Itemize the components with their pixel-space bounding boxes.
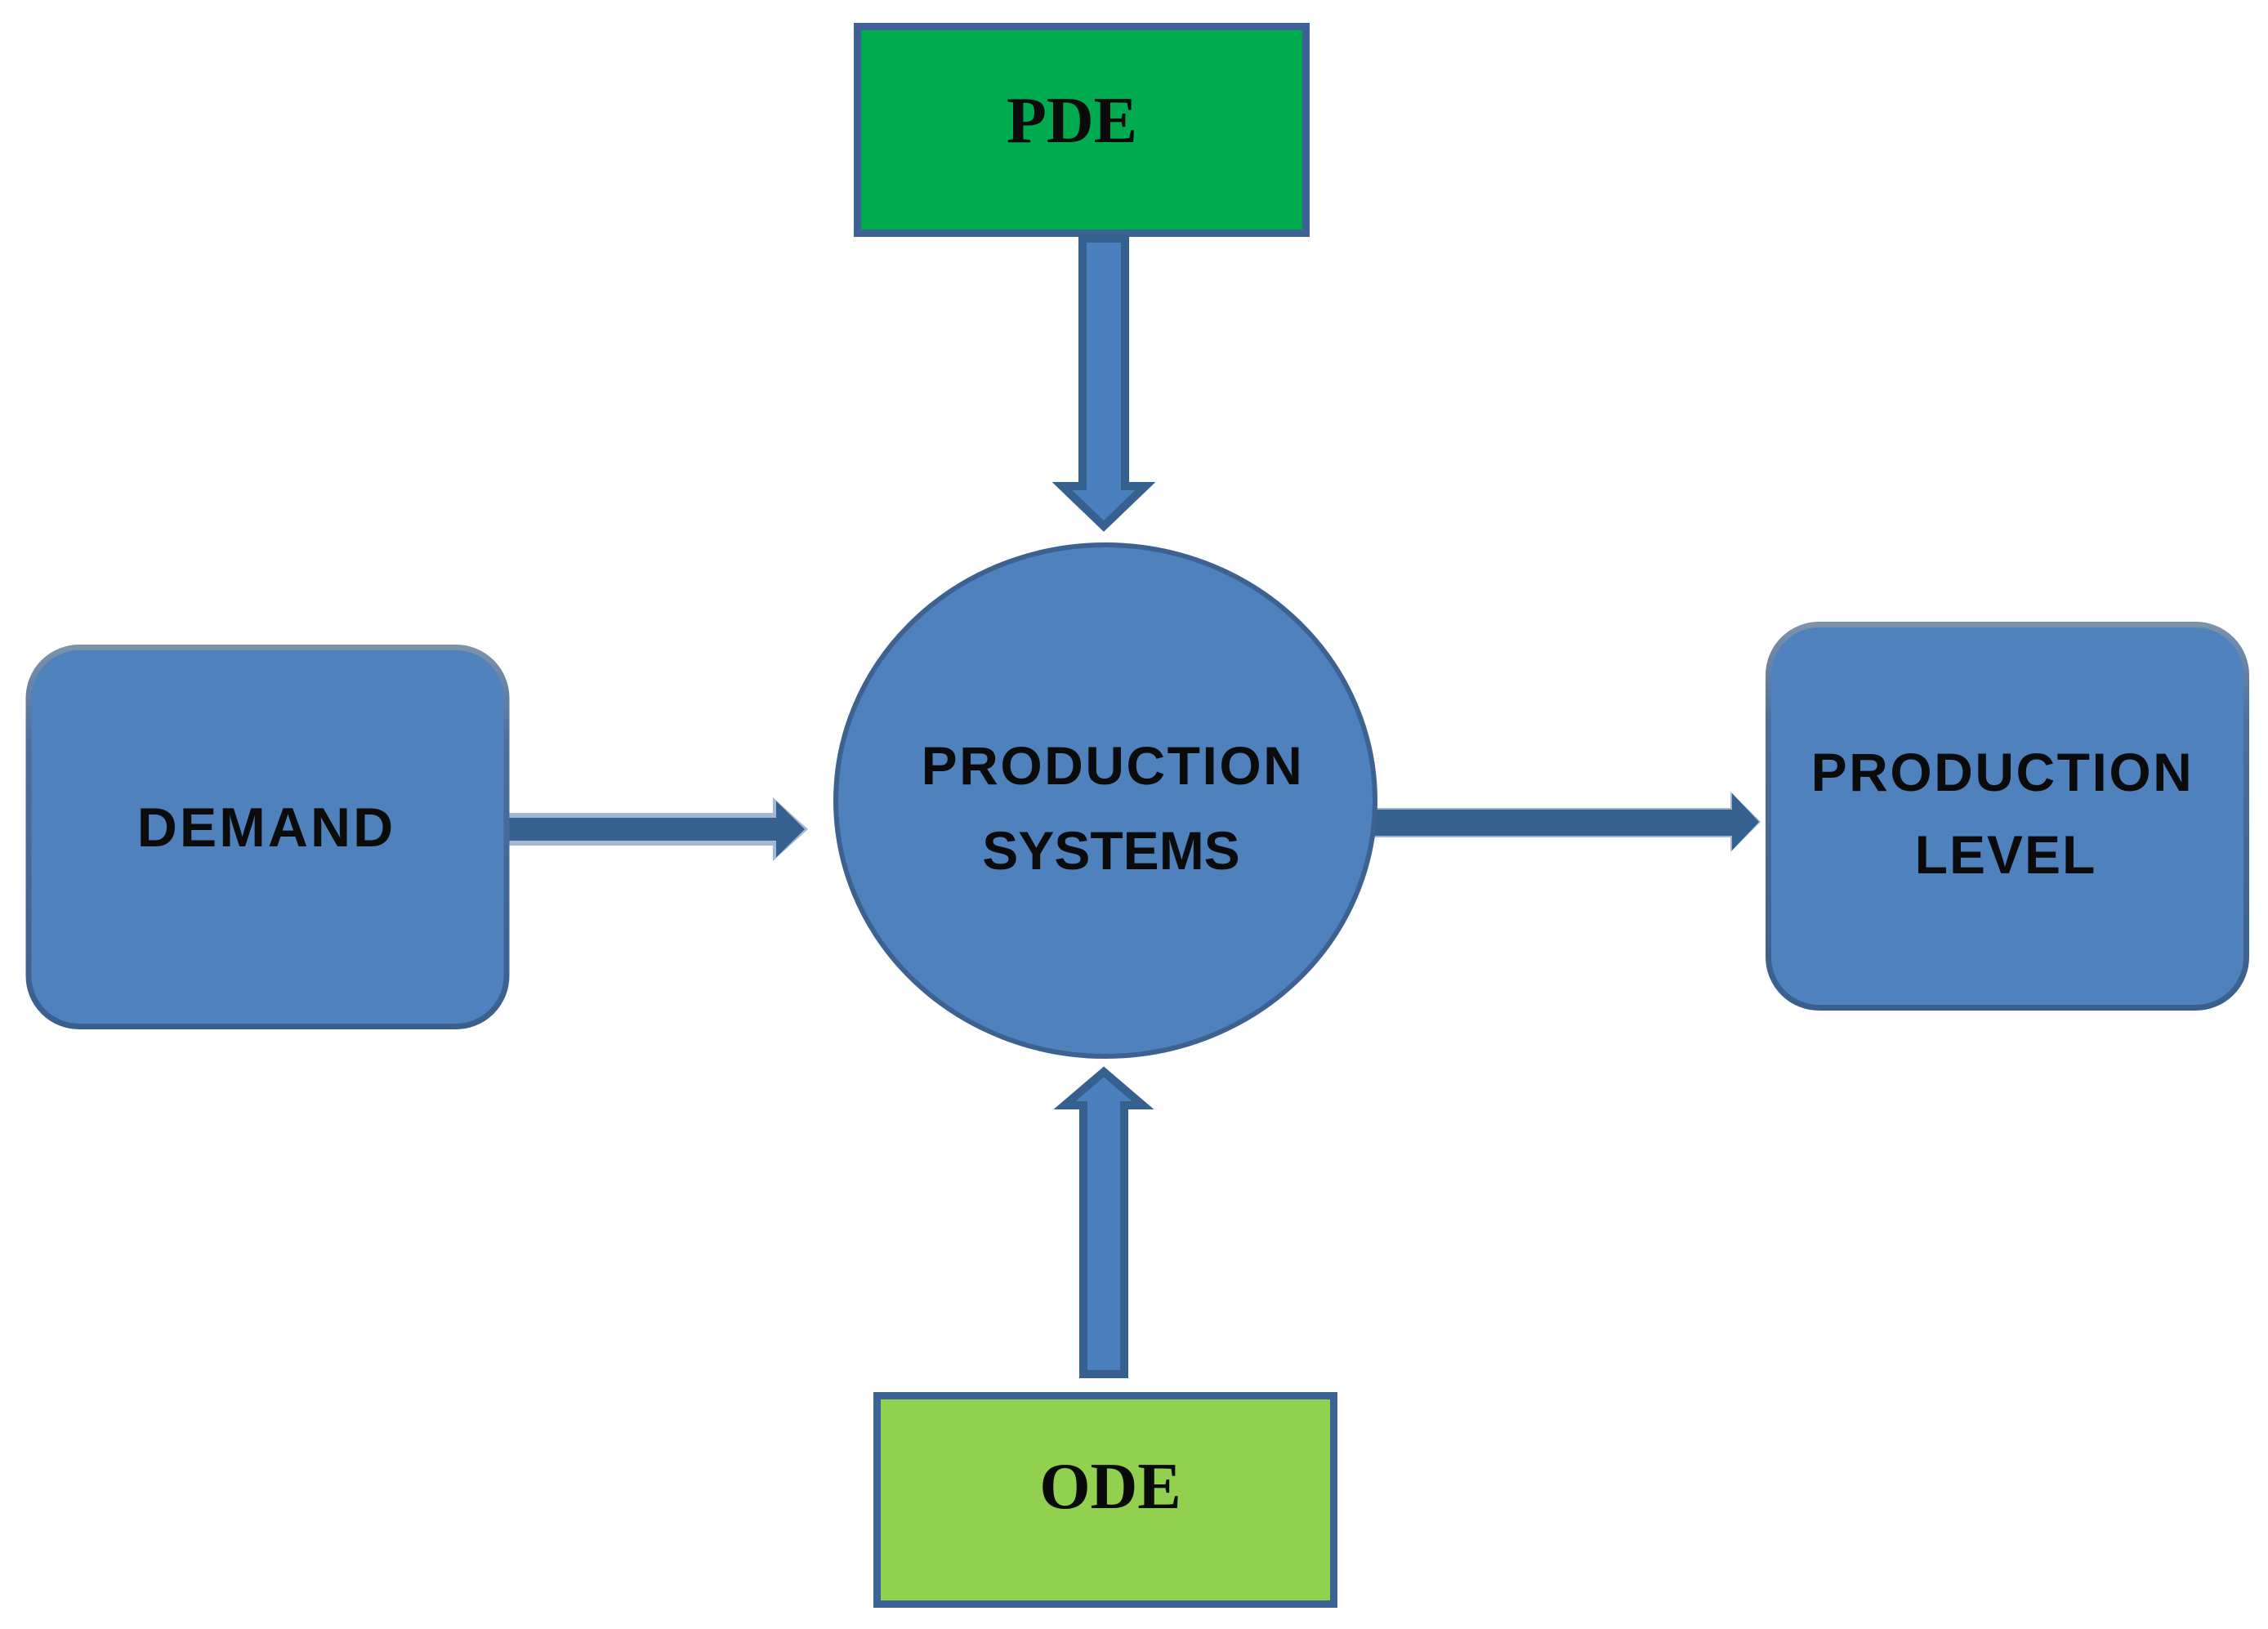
svg-text:LEVEL: LEVEL [1915, 824, 2097, 885]
svg-text:PRODUCTION: PRODUCTION [922, 735, 1305, 796]
svg-text:PRODUCTION: PRODUCTION [1811, 742, 2194, 802]
svg-text:ODE: ODE [1039, 1451, 1181, 1523]
svg-text:DEMAND: DEMAND [137, 797, 395, 859]
svg-text:SYSTEMS: SYSTEMS [982, 820, 1239, 881]
svg-text:PDE: PDE [1007, 85, 1137, 157]
